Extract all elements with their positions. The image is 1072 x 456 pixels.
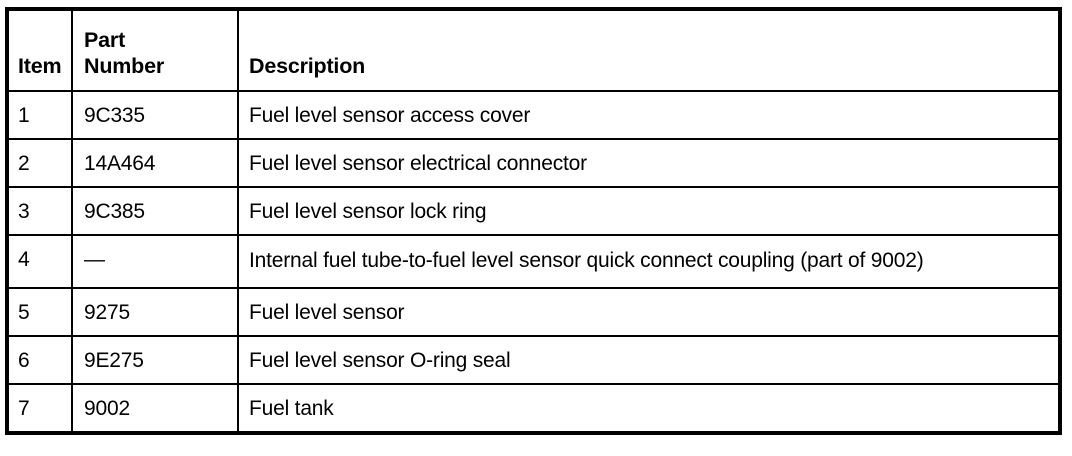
cell-item-value: 6: [18, 349, 30, 372]
table-row: 7 9002 Fuel tank: [6, 383, 1061, 434]
cell-item: 7: [6, 383, 73, 434]
cell-item: 5: [6, 287, 73, 337]
parts-table: Item Part Number Description 1 9C335 Fue…: [5, 7, 1062, 435]
cell-item: 1: [6, 90, 73, 140]
table-header: Item Part Number Description: [6, 8, 1061, 92]
cell-part-number: 9C335: [71, 90, 239, 140]
cell-part-number: 9002: [71, 383, 239, 434]
cell-description-value: Fuel level sensor electrical connector: [249, 152, 587, 175]
cell-part-number-value: 9C385: [84, 200, 145, 223]
cell-part-number: 9C385: [71, 186, 239, 236]
cell-description: Fuel level sensor: [237, 287, 1061, 337]
cell-item: 3: [6, 186, 73, 236]
cell-description-value: Fuel level sensor: [249, 301, 405, 324]
cell-item-value: 5: [18, 301, 30, 324]
cell-part-number: 14A464: [71, 138, 239, 188]
cell-description: Fuel level sensor access cover: [237, 90, 1061, 140]
cell-item-value: 2: [18, 152, 30, 175]
cell-part-number-value: 14A464: [84, 152, 156, 175]
cell-part-number-value: 9275: [84, 301, 130, 324]
cell-description-value: Fuel level sensor O-ring seal: [249, 349, 511, 372]
cell-part-number: 9E275: [71, 335, 239, 385]
cell-item: 6: [6, 335, 73, 385]
cell-item-value: 1: [18, 104, 30, 127]
cell-part-number-value: 9C335: [84, 104, 145, 127]
table-row: 2 14A464 Fuel level sensor electrical co…: [6, 138, 1061, 188]
table-row: 3 9C385 Fuel level sensor lock ring: [6, 186, 1061, 236]
cell-item-value: 3: [18, 200, 30, 223]
column-header-description: Description: [237, 8, 1061, 92]
table-body: 1 9C335 Fuel level sensor access cover 2…: [6, 90, 1061, 434]
cell-description: Fuel level sensor O-ring seal: [237, 335, 1061, 385]
cell-description-value: Fuel tank: [249, 397, 334, 420]
column-header-description-label: Description: [249, 54, 366, 78]
cell-part-number: 9275: [71, 287, 239, 337]
table-row: 1 9C335 Fuel level sensor access cover: [6, 90, 1061, 140]
table-row: 5 9275 Fuel level sensor: [6, 287, 1061, 337]
cell-part-number-value: 9E275: [84, 349, 144, 372]
cell-description-value: Fuel level sensor lock ring: [249, 200, 487, 223]
cell-item-value: 7: [18, 397, 30, 420]
cell-description-value: Fuel level sensor access cover: [249, 104, 531, 127]
cell-item-value: 4: [18, 248, 30, 271]
parts-table-container: Item Part Number Description 1 9C335 Fue…: [5, 7, 1062, 449]
column-header-item: Item: [6, 8, 73, 92]
table-row: 4 — Internal fuel tube-to-fuel level sen…: [6, 234, 1061, 289]
cell-description: Fuel level sensor electrical connector: [237, 138, 1061, 188]
cell-part-number-value: 9002: [84, 397, 130, 420]
column-header-part-number: Part Number: [71, 8, 239, 92]
cell-description-value: Internal fuel tube-to-fuel level sensor …: [249, 249, 924, 272]
cell-item: 2: [6, 138, 73, 188]
cell-part-number-value: —: [84, 248, 105, 271]
cell-item: 4: [6, 234, 73, 289]
cell-part-number: —: [71, 234, 239, 289]
cell-description: Internal fuel tube-to-fuel level sensor …: [237, 234, 1061, 289]
cell-description: Fuel level sensor lock ring: [237, 186, 1061, 236]
table-row: 6 9E275 Fuel level sensor O-ring seal: [6, 335, 1061, 385]
table-header-row: Item Part Number Description: [6, 8, 1061, 92]
column-header-item-label: Item: [18, 54, 62, 78]
cell-description: Fuel tank: [237, 383, 1061, 434]
column-header-part-number-label: Part Number: [84, 28, 165, 78]
